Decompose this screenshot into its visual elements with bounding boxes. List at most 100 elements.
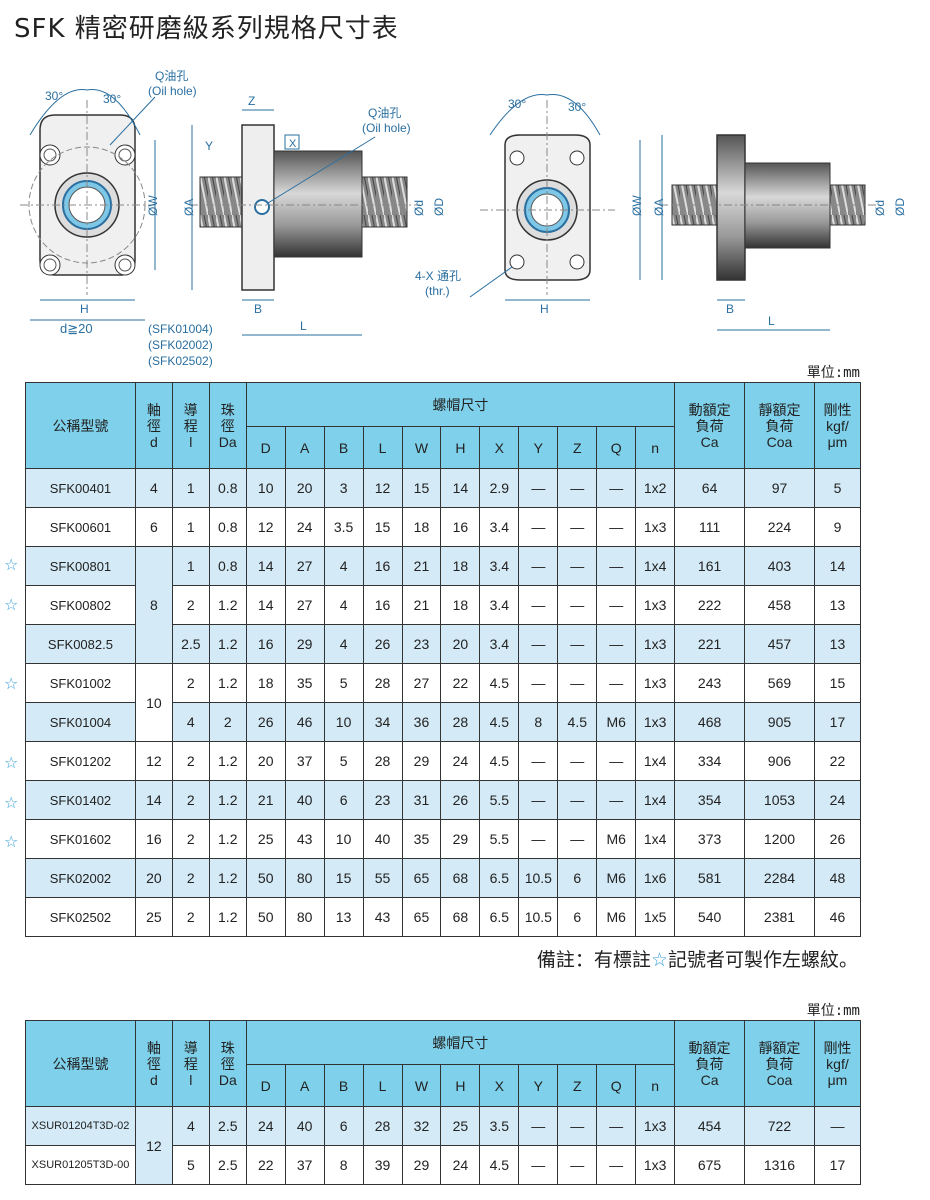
- cell-n: 1x3: [635, 1145, 676, 1185]
- cell-y: —: [518, 1145, 559, 1185]
- header-nut-col: D: [245, 1064, 286, 1107]
- header-nut-col: X: [479, 426, 520, 469]
- cell-z: —: [557, 585, 598, 625]
- cell-n: 1x3: [635, 663, 676, 703]
- cell-h: 24: [440, 1145, 481, 1185]
- d-condition: d≧20: [60, 321, 93, 336]
- header-nut-col: A: [284, 1064, 325, 1107]
- cell-ca: 221: [674, 624, 746, 664]
- cell-q: —: [596, 624, 637, 664]
- header-nut-col: H: [440, 426, 481, 469]
- cell-z: —: [557, 663, 598, 703]
- cell-lead: 1: [171, 468, 210, 508]
- cell-ball: 2.5: [208, 1145, 247, 1185]
- models-note-3: (SFK02502): [148, 354, 213, 368]
- cell-a: 43: [284, 819, 325, 859]
- cell-w: 21: [401, 546, 442, 586]
- cell-b: 6: [323, 780, 364, 820]
- cell-l: 28: [362, 1106, 403, 1146]
- cell-l: 28: [362, 741, 403, 781]
- cell-z: —: [557, 1145, 598, 1185]
- header-nut-col: Z: [557, 426, 598, 469]
- cell-lead: 1: [171, 546, 210, 586]
- cell-z: —: [557, 1106, 598, 1146]
- cell-y: —: [518, 741, 559, 781]
- angle-label: 30°: [103, 92, 121, 106]
- star-icon: ☆: [4, 555, 19, 575]
- header-model: 公稱型號: [25, 382, 136, 469]
- cell-n: 1x3: [635, 702, 676, 742]
- dim-w: ØW: [146, 195, 160, 216]
- cell-ball: 1.2: [208, 780, 247, 820]
- cell-model: SFK01004: [25, 702, 136, 742]
- cell-l: 40: [362, 819, 403, 859]
- cell-x: 6.5: [479, 897, 520, 937]
- cell-y: —: [518, 546, 559, 586]
- footnote: 備註：有標註☆記號者可製作左螺紋。: [536, 949, 858, 971]
- dim-l: L: [768, 314, 775, 328]
- cell-b: 13: [323, 897, 364, 937]
- cell-coa: 905: [744, 702, 815, 742]
- cell-q: M6: [596, 858, 637, 898]
- cell-z: 6: [557, 858, 598, 898]
- cell-k: 9: [813, 507, 862, 547]
- cell-b: 15: [323, 858, 364, 898]
- cell-shaft: 4: [134, 468, 173, 508]
- cell-d: 25: [245, 819, 286, 859]
- cell-coa: 403: [744, 546, 815, 586]
- cell-y: 10.5: [518, 858, 559, 898]
- header-nut-col: L: [362, 426, 403, 469]
- cell-d: 24: [245, 1106, 286, 1146]
- cell-l: 15: [362, 507, 403, 547]
- cell-d: 14: [245, 546, 286, 586]
- header-nut-col: H: [440, 1064, 481, 1107]
- cell-d: 16: [245, 624, 286, 664]
- cell-x: 3.4: [479, 585, 520, 625]
- cell-z: —: [557, 546, 598, 586]
- star-icon: ☆: [4, 832, 19, 852]
- cell-l: 26: [362, 624, 403, 664]
- header-nut-col: Y: [518, 1064, 559, 1107]
- cell-ca: 540: [674, 897, 746, 937]
- cell-ca: 675: [674, 1145, 745, 1185]
- cell-y: 10.5: [518, 897, 559, 937]
- cell-b: 4: [323, 624, 364, 664]
- cell-w: 31: [401, 780, 442, 820]
- header-nut-col: W: [401, 426, 442, 469]
- header-nut-col: W: [401, 1064, 442, 1107]
- cell-ball: 0.8: [208, 507, 247, 547]
- header-nut-col: B: [323, 1064, 364, 1107]
- cell-coa: 2284: [744, 858, 815, 898]
- cell-model: SFK00802: [25, 585, 136, 625]
- dim-a: ØA: [652, 199, 666, 216]
- dim-w: ØW: [630, 195, 644, 216]
- cell-y: —: [518, 780, 559, 820]
- cell-h: 25: [440, 1106, 481, 1146]
- cell-lead: 2: [171, 585, 210, 625]
- cell-a: 80: [284, 897, 325, 937]
- cell-z: —: [557, 468, 598, 508]
- cell-x: 6.5: [479, 858, 520, 898]
- cell-a: 40: [284, 780, 325, 820]
- cell-q: —: [596, 507, 637, 547]
- cell-x: 4.5: [479, 663, 520, 703]
- cell-h: 18: [440, 546, 481, 586]
- thru-hole-label: 4-X 通孔: [415, 269, 461, 283]
- oil-hole-label: Q油孔: [368, 106, 401, 120]
- star-icon: ☆: [650, 949, 668, 971]
- dim-z: Z: [248, 94, 255, 108]
- cell-n: 1x3: [635, 1106, 676, 1146]
- cell-d: 10: [245, 468, 286, 508]
- dim-d-large: ØD: [893, 198, 907, 216]
- cell-ca: 354: [674, 780, 746, 820]
